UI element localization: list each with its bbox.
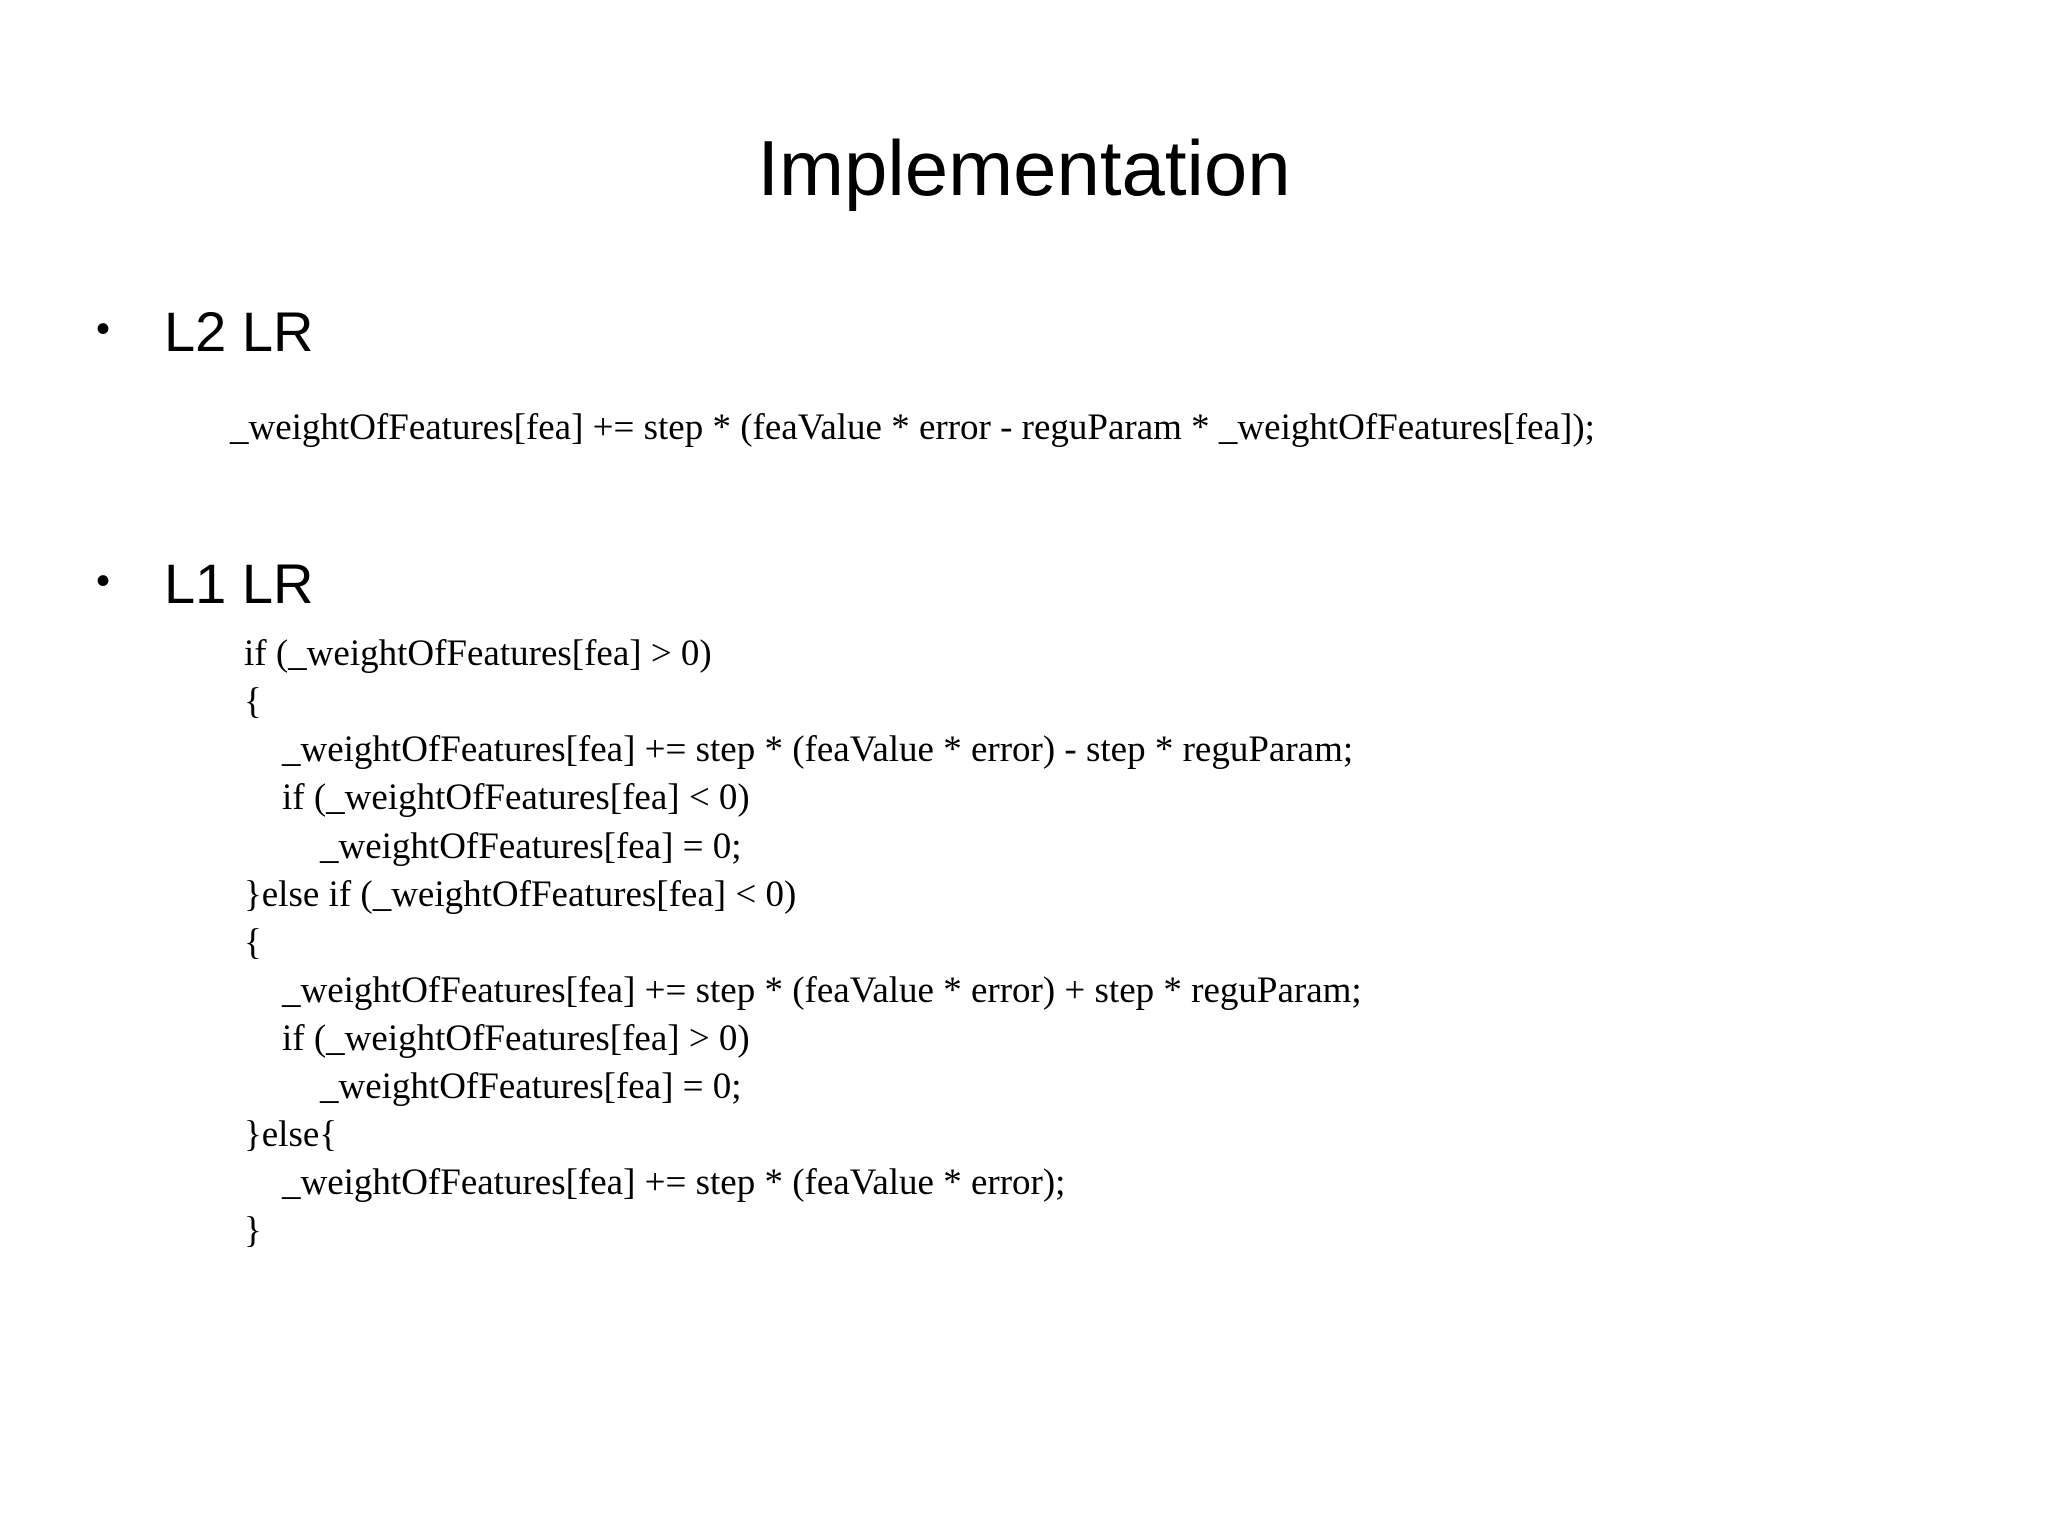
slide-body: • L2 LR _weightOfFeatures[fea] += step *…	[96, 300, 1976, 1255]
code-line: _weightOfFeatures[fea] += step * (feaVal…	[282, 729, 1354, 771]
code-line: }else{	[244, 1114, 338, 1156]
bullet-point-icon: •	[96, 558, 111, 603]
code-line: _weightOfFeatures[fea] += step * (feaVal…	[230, 407, 1595, 449]
code-line: {	[244, 921, 262, 963]
bullet-item-l2-lr: • L2 LR	[96, 300, 1976, 364]
code-line: }else if (_weightOfFeatures[fea] < 0)	[244, 873, 797, 915]
code-line: _weightOfFeatures[fea] = 0;	[320, 825, 742, 867]
code-line: }	[244, 1210, 262, 1252]
code-line: _weightOfFeatures[fea] += step * (feaVal…	[282, 969, 1362, 1011]
bullet-item-l1-lr: • L1 LR	[96, 552, 1976, 616]
code-line: if (_weightOfFeatures[fea] < 0)	[282, 777, 750, 819]
code-line: if (_weightOfFeatures[fea] > 0)	[244, 633, 712, 675]
code-line: {	[244, 681, 262, 723]
bullet-point-icon: •	[96, 307, 111, 351]
bullet-label-l1-lr: L1 LR	[164, 551, 314, 615]
page-title: Implementation	[757, 124, 1291, 212]
code-line: if (_weightOfFeatures[fea] > 0)	[282, 1017, 750, 1059]
code-line: _weightOfFeatures[fea] = 0;	[320, 1065, 742, 1107]
code-block-l2: _weightOfFeatures[fea] += step * (feaVal…	[230, 404, 1976, 451]
code-line: _weightOfFeatures[fea] += step * (feaVal…	[282, 1162, 1066, 1204]
bullet-label-l2-lr: L2 LR	[164, 300, 314, 363]
code-block-l1: if (_weightOfFeatures[fea] > 0) { _weigh…	[244, 630, 1976, 1255]
